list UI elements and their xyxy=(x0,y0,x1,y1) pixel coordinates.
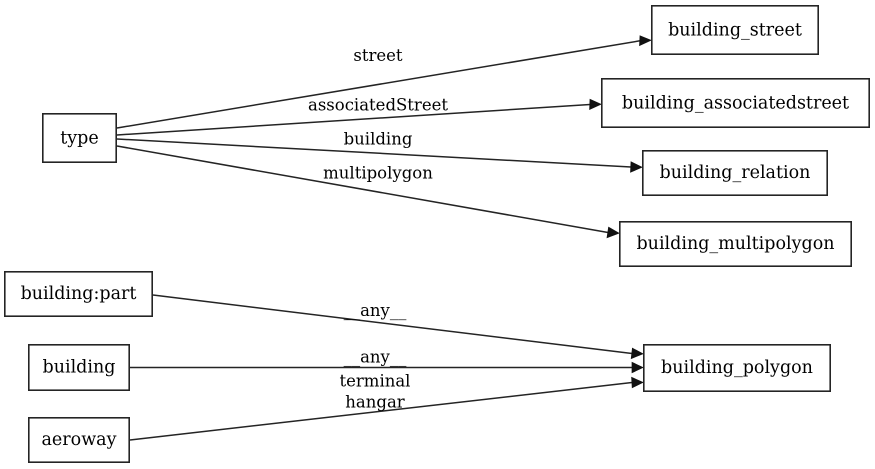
node-building_polygon[interactable]: building_polygon xyxy=(642,343,831,392)
edge-aeroway-building_polygon xyxy=(129,376,644,441)
node-box[interactable] xyxy=(650,5,819,56)
edge-type-building_street xyxy=(116,35,652,129)
arrow-head-icon xyxy=(639,35,652,47)
edge-label-any-part: __any__ xyxy=(344,301,408,320)
node-box[interactable] xyxy=(600,78,870,129)
edge-label-building: building xyxy=(344,130,413,149)
node-building_street[interactable]: building_street xyxy=(650,5,819,56)
node-label: aeroway xyxy=(42,430,117,450)
edge-group xyxy=(116,35,652,441)
edge-label-associatedstreet: associatedStreet xyxy=(308,96,448,115)
node-building_associatedstreet[interactable]: building_associatedstreet xyxy=(600,78,870,129)
edge-building_part-building_polygon xyxy=(152,294,644,360)
edge-line xyxy=(116,103,591,136)
node-building_relation[interactable]: building_relation xyxy=(641,150,828,197)
edge-label-group: street associatedStreet building multipo… xyxy=(308,46,448,412)
node-type[interactable]: type xyxy=(41,113,118,164)
edge-line xyxy=(129,381,633,441)
edge-label-any-building: __any__ xyxy=(344,348,408,367)
node-box[interactable] xyxy=(27,416,131,463)
arrow-head-icon xyxy=(631,376,644,389)
node-building[interactable]: building xyxy=(27,343,131,391)
node-building_multipolygon[interactable]: building_multipolygon xyxy=(618,221,852,268)
edge-label-multipolygon: multipolygon xyxy=(323,164,433,183)
node-box[interactable] xyxy=(41,113,118,164)
node-label: building_multipolygon xyxy=(636,234,834,254)
node-label: building xyxy=(43,358,116,378)
node-label: building_street xyxy=(668,21,802,41)
edge-line xyxy=(116,145,609,234)
node-label: building_associatedstreet xyxy=(622,94,849,114)
edge-line xyxy=(116,138,632,168)
node-building_part[interactable]: building:part xyxy=(4,270,153,317)
node-label: building_polygon xyxy=(661,358,813,378)
arrow-head-icon xyxy=(631,361,644,374)
node-box[interactable] xyxy=(642,343,831,392)
edge-line xyxy=(116,40,641,129)
node-box[interactable] xyxy=(4,270,153,317)
edge-label-hangar: hangar xyxy=(345,393,404,412)
node-label: building:part xyxy=(21,284,137,304)
arrow-head-icon xyxy=(630,161,643,173)
node-label: building_relation xyxy=(660,163,811,183)
arrow-head-icon xyxy=(606,226,620,239)
node-group: type building_street building_associated… xyxy=(4,5,870,463)
edge-building-building_polygon xyxy=(130,361,644,374)
arrow-head-icon xyxy=(630,347,644,360)
edge-type-building_relation xyxy=(116,138,643,173)
node-aeroway[interactable]: aeroway xyxy=(27,416,131,463)
edge-label-terminal: terminal xyxy=(340,372,411,391)
edge-type-building_multipolygon xyxy=(116,145,620,239)
node-box[interactable] xyxy=(641,150,828,197)
edge-line xyxy=(152,294,633,355)
edge-type-building_associatedstreet xyxy=(116,98,602,136)
node-box[interactable] xyxy=(27,343,131,391)
edge-label-street: street xyxy=(353,46,403,65)
node-box[interactable] xyxy=(618,221,852,268)
node-label: type xyxy=(60,129,98,149)
arrow-head-icon xyxy=(589,98,602,110)
